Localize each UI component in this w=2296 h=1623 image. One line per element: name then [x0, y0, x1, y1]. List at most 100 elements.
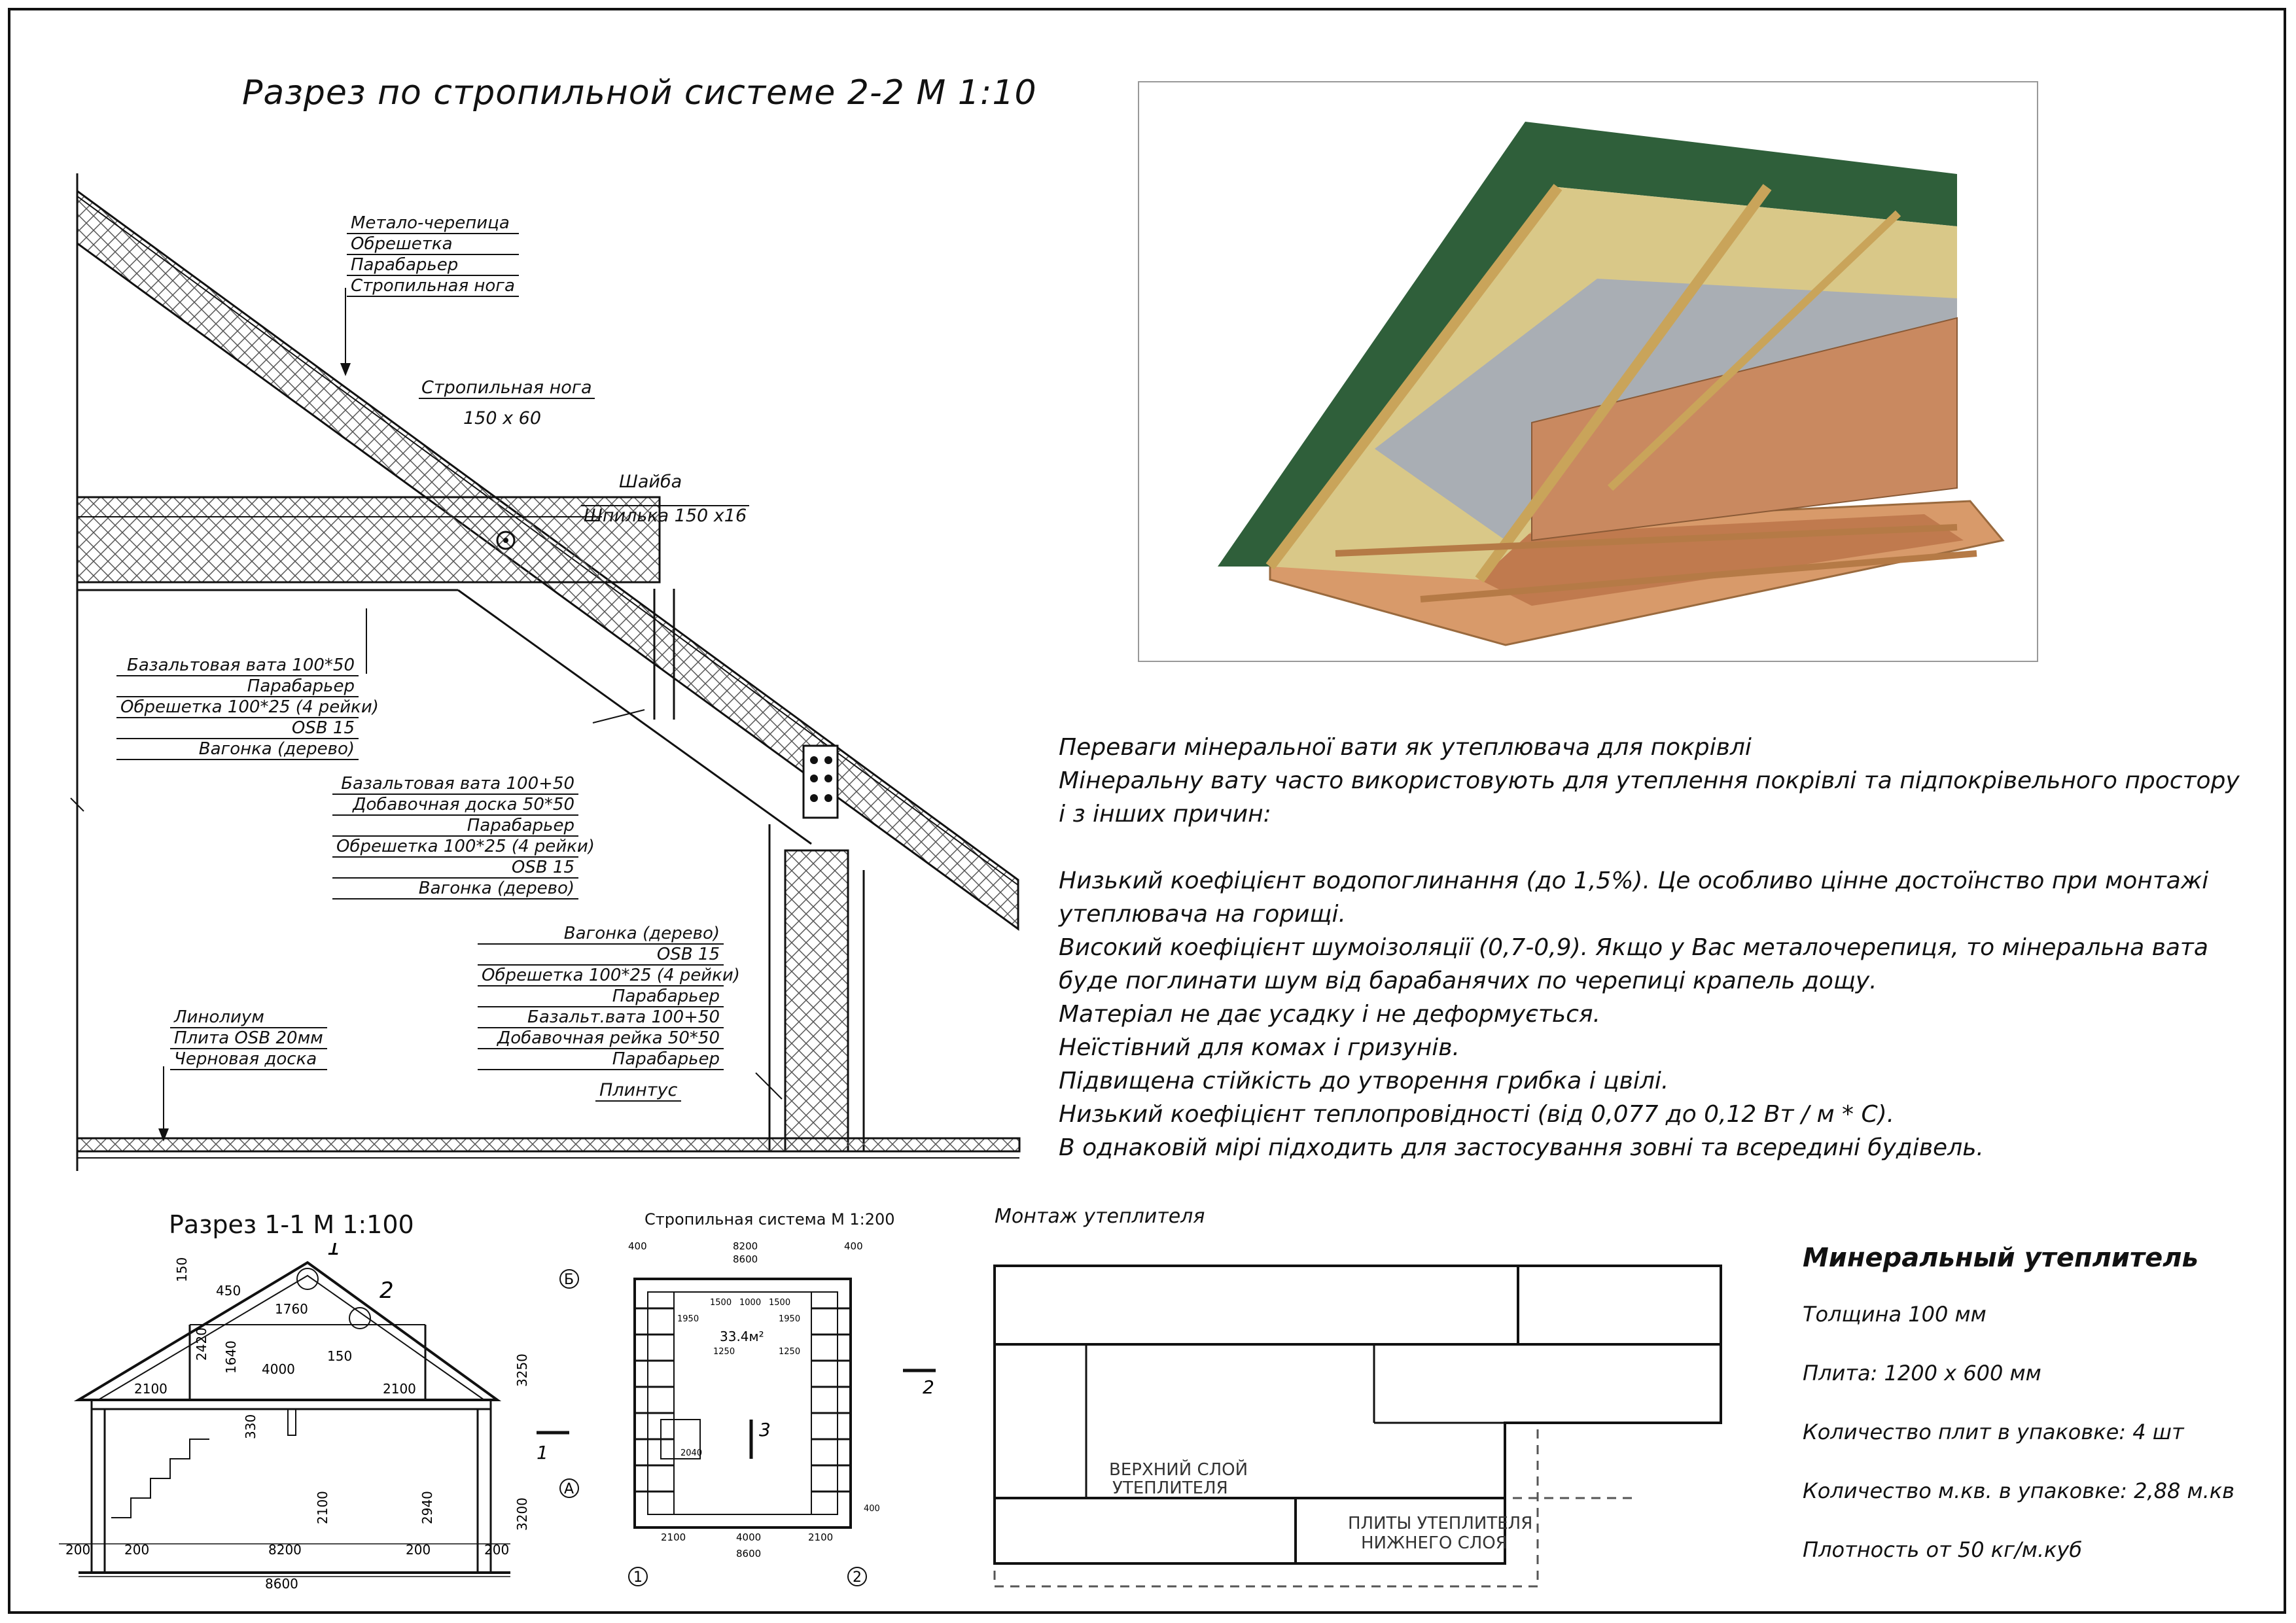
svg-text:1: 1 [537, 1442, 548, 1463]
slope-layer: OSB 15 [332, 858, 578, 879]
svg-text:2100: 2100 [808, 1531, 833, 1543]
slope-layer: Вагонка (дерево) [332, 879, 578, 899]
benefits-line: Високий коефіцієнт шумоізоляції (0,7-0,9… [1059, 934, 2208, 961]
spec-item: Плита: 1200 х 600 мм [1803, 1361, 2041, 1386]
svg-text:2100: 2100 [661, 1531, 686, 1543]
main-section-title: Разрез по стропильной системе 2-2 М 1:10 [242, 73, 1037, 113]
svg-text:150: 150 [174, 1257, 190, 1282]
spec-block: Минеральный утеплитель Толщина 100 мм Пл… [1803, 1243, 2234, 1562]
svg-text:8200: 8200 [733, 1240, 758, 1252]
svg-text:1: 1 [327, 1243, 342, 1261]
svg-text:330: 330 [243, 1414, 258, 1439]
rafter-label: Стропильная нога [419, 378, 595, 399]
benefits-line: Неїстівний для комах і гризунів. [1059, 1034, 1460, 1061]
rafter-section-drawing [70, 173, 1021, 1171]
svg-text:НИЖНЕГО СЛОЯ: НИЖНЕГО СЛОЯ [1361, 1533, 1508, 1553]
benefits-line: Мінеральну вату часто використовують для… [1059, 767, 2240, 794]
roof-layer: Парабарьер [347, 255, 519, 276]
insulation-title: Монтаж утеплителя [995, 1205, 1205, 1228]
roof-insulation-illustration [1138, 81, 2038, 662]
svg-text:4000: 4000 [736, 1531, 761, 1543]
svg-text:2940: 2940 [419, 1491, 435, 1524]
svg-text:2100: 2100 [134, 1381, 168, 1397]
benefits-line [1059, 831, 2240, 864]
slope-layer: Добавочная доска 50*50 [332, 795, 578, 816]
rafter-size: 150 х 60 [463, 408, 542, 428]
floor-layer: Линолиум [170, 1007, 327, 1028]
wall-layer: Добавочная рейка 50*50 [478, 1028, 724, 1049]
svg-text:200: 200 [406, 1542, 431, 1558]
floor-layer: Плита OSB 20мм [170, 1028, 327, 1049]
svg-text:ПЛИТЫ УТЕПЛИТЕЛЯ: ПЛИТЫ УТЕПЛИТЕЛЯ [1348, 1514, 1532, 1533]
roof-layer: Обрешетка [347, 234, 519, 255]
svg-text:400: 400 [864, 1504, 880, 1514]
svg-text:2: 2 [853, 1569, 862, 1586]
plinth-label: Плинтус [595, 1081, 682, 1102]
svg-text:200: 200 [65, 1542, 90, 1558]
slope-layers-stack: Базальтовая вата 100+50 Добавочная доска… [332, 774, 595, 899]
wall-layer: Обрешетка 100*25 (4 рейки) [478, 966, 740, 986]
svg-text:400: 400 [628, 1240, 647, 1252]
svg-text:400: 400 [844, 1240, 863, 1252]
roof-layer: Метало-черепица [347, 213, 519, 234]
benefits-line: Підвищена стійкість до утворення грибка … [1059, 1068, 1669, 1094]
svg-text:А: А [564, 1481, 574, 1497]
wall-layer: Вагонка (дерево) [478, 924, 724, 945]
spec-item: Толщина 100 мм [1803, 1302, 1987, 1327]
benefits-line: Матеріал не дає усадку і не деформується… [1059, 1001, 1600, 1028]
svg-text:33.4м²: 33.4м² [720, 1329, 764, 1344]
ceiling-layer: Базальтовая вата 100*50 [116, 655, 359, 676]
svg-text:Б: Б [564, 1272, 574, 1288]
ceiling-layer: OSB 15 [116, 718, 359, 739]
ceiling-layers-stack: Базальтовая вата 100*50 Парабарьер Обреш… [116, 655, 379, 760]
svg-text:200: 200 [484, 1542, 509, 1558]
svg-text:3200: 3200 [514, 1497, 530, 1531]
spec-item: Количество плит в упаковке: 4 шт [1803, 1420, 2184, 1444]
svg-text:1760: 1760 [275, 1301, 308, 1317]
stud-label: Шпилька 150 х16 [581, 505, 750, 526]
section-11-title: Разрез 1-1 М 1:100 [169, 1210, 414, 1239]
svg-text:2100: 2100 [383, 1381, 416, 1397]
svg-text:4000: 4000 [262, 1361, 295, 1377]
benefits-text: Переваги мінеральної вати як утеплювача … [1059, 731, 2240, 1164]
ceiling-layer: Вагонка (дерево) [116, 739, 359, 760]
section-11-drawing: 1 2 450 150 1760 2420 1640 150 4000 2100… [59, 1243, 530, 1592]
svg-text:2100: 2100 [315, 1491, 330, 1524]
floor-layer: Черновая доска [170, 1049, 327, 1070]
svg-text:1500: 1500 [710, 1298, 732, 1308]
ceiling-layer: Обрешетка 100*25 (4 рейки) [116, 697, 379, 718]
roof-layers-stack: Метало-черепица Обрешетка Парабарьер Стр… [347, 213, 519, 297]
rafter-plan-drawing: 33.4м² Б А 1 2 1 2 3 400 8200 400 8600 2… [537, 1240, 936, 1586]
slope-layer: Базальтовая вата 100+50 [332, 774, 578, 795]
svg-text:1500: 1500 [769, 1298, 790, 1308]
wall-layer: Парабарьер [478, 1049, 724, 1070]
benefits-line: і з інших причин: [1059, 801, 1271, 828]
insulation-layout-drawing: ВЕРХНИЙ СЛОЙ УТЕПЛИТЕЛЯ ПЛИТЫ УТЕПЛИТЕЛЯ… [993, 1265, 1722, 1588]
svg-text:3: 3 [759, 1419, 771, 1440]
spec-title: Минеральный утеплитель [1803, 1243, 2199, 1273]
svg-text:8600: 8600 [265, 1576, 298, 1592]
wall-layer: Базальт.вата 100+50 [478, 1007, 724, 1028]
svg-text:2: 2 [923, 1376, 934, 1398]
svg-text:450: 450 [216, 1283, 241, 1299]
washer-mark [496, 531, 516, 550]
svg-text:УТЕПЛИТЕЛЯ: УТЕПЛИТЕЛЯ [1112, 1478, 1228, 1498]
benefits-line: В однаковій мірі підходить для застосува… [1059, 1134, 1984, 1161]
svg-text:150: 150 [327, 1348, 352, 1364]
svg-text:2: 2 [380, 1278, 394, 1304]
wall-layers-stack: Вагонка (дерево) OSB 15 Обрешетка 100*25… [478, 924, 740, 1070]
svg-text:8600: 8600 [733, 1253, 758, 1265]
spec-item: Количество м.кв. в упаковке: 2,88 м.кв [1803, 1478, 2234, 1503]
svg-text:1000: 1000 [739, 1298, 761, 1308]
svg-text:1640: 1640 [223, 1340, 239, 1374]
svg-text:ВЕРХНИЙ СЛОЙ: ВЕРХНИЙ СЛОЙ [1109, 1459, 1248, 1480]
benefits-line: Низький коефіцієнт водопоглинання (до 1,… [1059, 867, 2209, 894]
benefits-line: утеплювача на горищі. [1059, 901, 1346, 928]
slope-layer: Обрешетка 100*25 (4 рейки) [332, 837, 595, 858]
svg-text:1250: 1250 [713, 1347, 735, 1357]
floor-layers-stack: Линолиум Плита OSB 20мм Черновая доска [170, 1007, 327, 1070]
svg-text:3250: 3250 [514, 1353, 530, 1387]
roof-layer: Стропильная нога [347, 276, 519, 297]
spec-item: Плотность от 50 кг/м.куб [1803, 1537, 2083, 1562]
svg-text:8600: 8600 [736, 1548, 761, 1560]
